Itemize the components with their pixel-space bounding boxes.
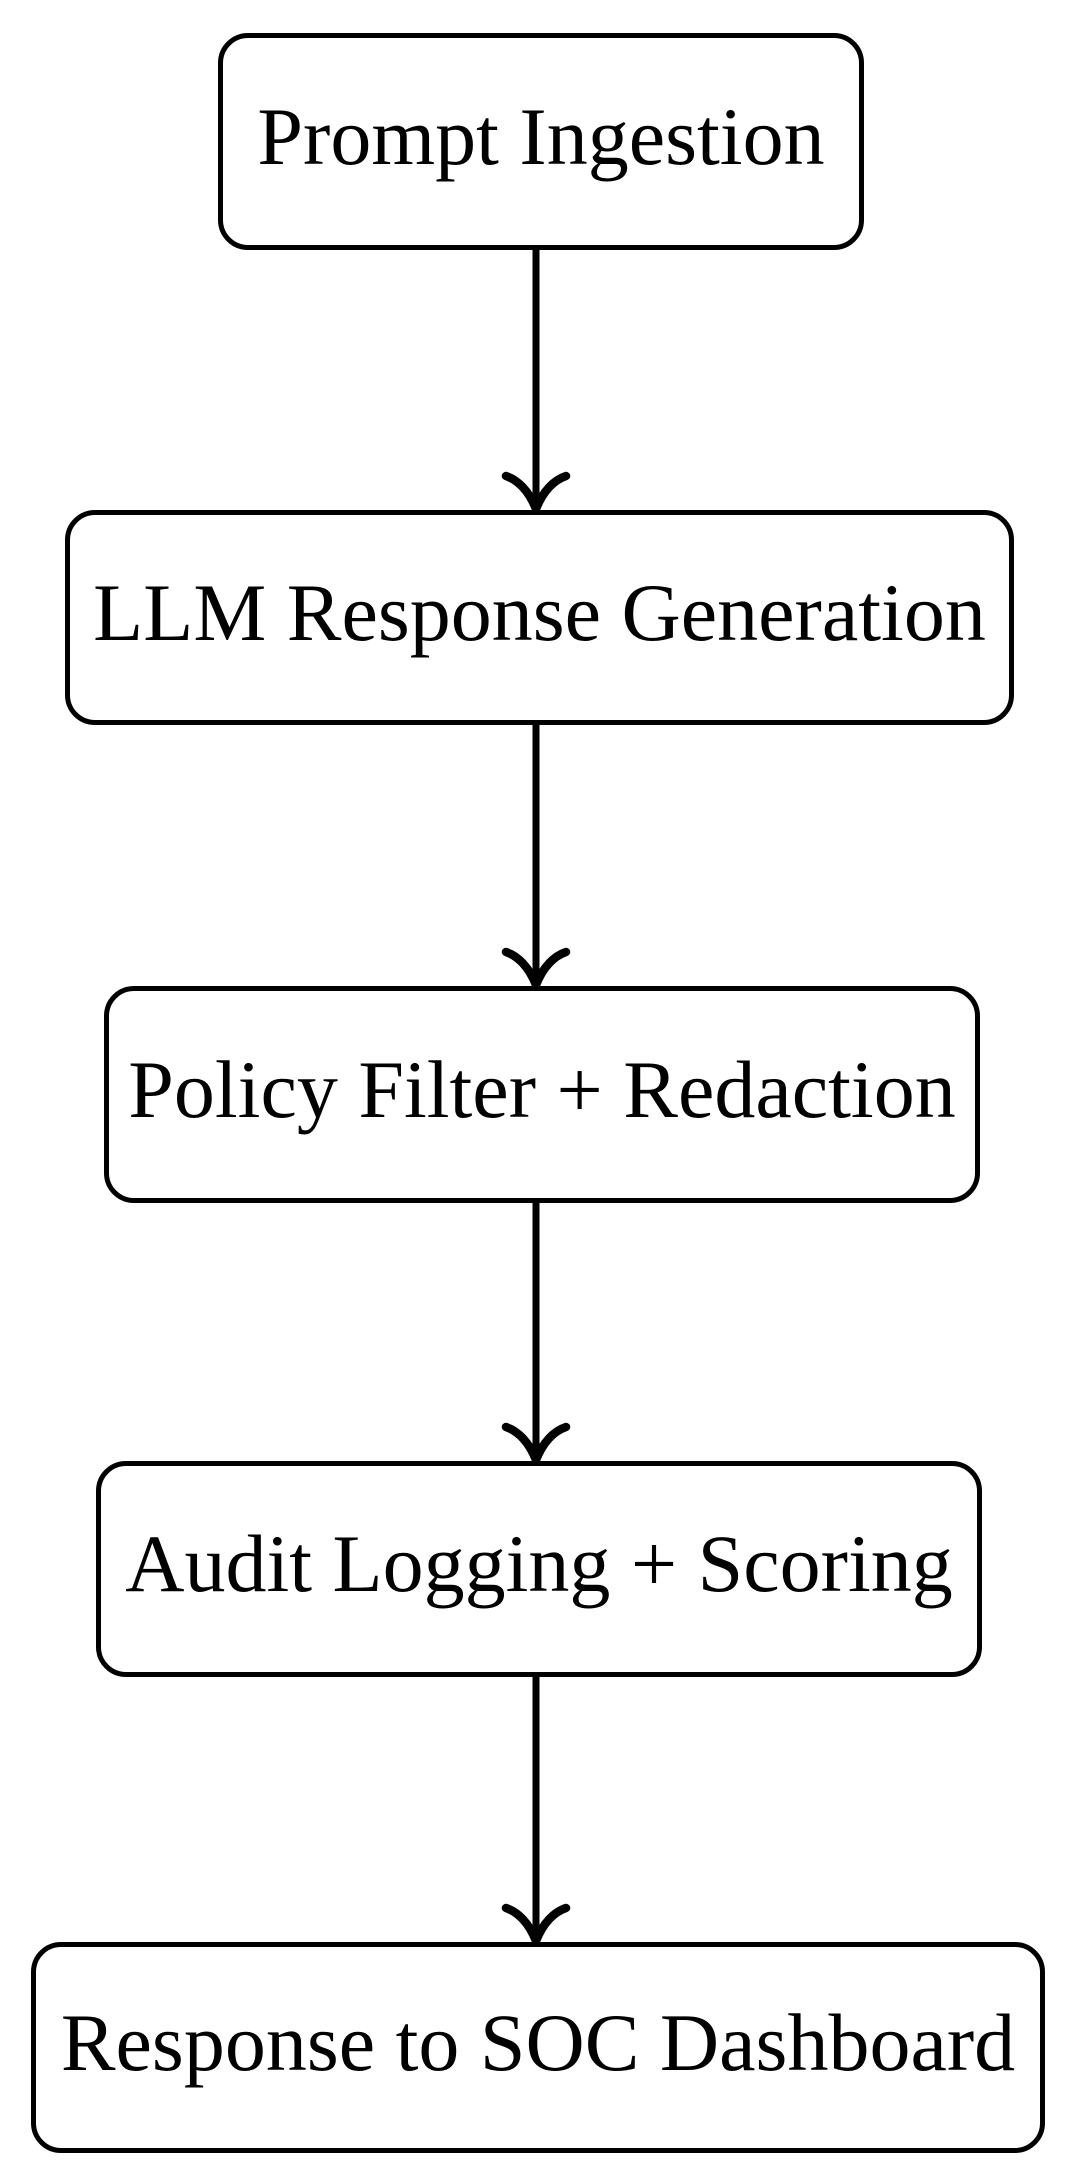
node-policy-filter-redaction: Policy Filter + Redaction	[104, 986, 980, 1203]
node-label-policy-filter-redaction: Policy Filter + Redaction	[128, 1043, 956, 1135]
arrowhead-icon-3	[501, 1422, 571, 1472]
arrowhead-icon-2	[501, 947, 571, 997]
node-response-to-soc-dashboard: Response to SOC Dashboard	[31, 1942, 1045, 2153]
arrowhead-icon-4	[501, 1903, 571, 1953]
node-label-llm-response-generation: LLM Response Generation	[93, 566, 986, 658]
edge-arrow-4	[501, 1673, 571, 1953]
arrowhead-icon-1	[501, 471, 571, 521]
node-audit-logging-scoring: Audit Logging + Scoring	[96, 1461, 982, 1677]
edge-arrow-2	[501, 721, 571, 997]
node-label-audit-logging-scoring: Audit Logging + Scoring	[125, 1518, 953, 1609]
edge-arrow-1	[501, 246, 571, 521]
node-prompt-ingestion: Prompt Ingestion	[218, 33, 864, 250]
node-llm-response-generation: LLM Response Generation	[65, 510, 1014, 725]
edge-arrow-3	[501, 1199, 571, 1472]
node-label-prompt-ingestion: Prompt Ingestion	[257, 90, 825, 182]
node-label-response-to-soc-dashboard: Response to SOC Dashboard	[60, 1996, 1016, 2088]
